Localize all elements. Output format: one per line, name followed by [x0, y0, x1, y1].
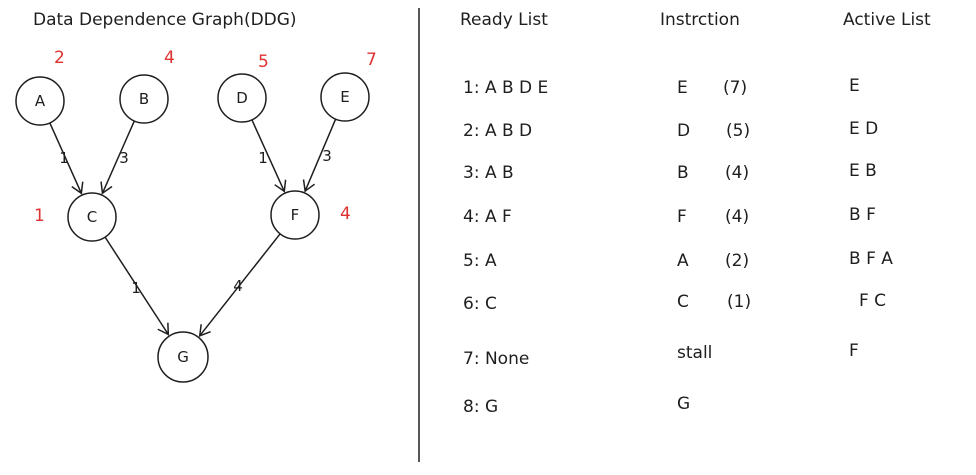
instruction-cell: C [677, 292, 689, 312]
instruction-cell: D [677, 121, 691, 141]
header-active-list: Active List [843, 10, 931, 30]
active-cell: E D [849, 119, 879, 139]
node-e [320, 72, 370, 122]
instruction-cell: A [677, 251, 689, 271]
node-label-g: G [177, 348, 189, 366]
edge-c-g [104, 236, 170, 336]
priority-label-d: 5 [258, 52, 269, 72]
edge-e-f [302, 118, 337, 193]
node-g [157, 331, 209, 383]
node-label-d: D [236, 89, 248, 107]
edge-latency-label: 3 [322, 147, 332, 165]
edge-d-f [251, 119, 287, 193]
node-label-c: C [87, 208, 97, 226]
instruction-cell: G [677, 394, 691, 414]
ready-cell: 5: A [463, 251, 497, 271]
priority-cell: (4) [725, 207, 750, 227]
active-cell: F C [859, 291, 887, 311]
priority-label-c: 1 [34, 206, 45, 226]
priority-cell: (7) [723, 78, 748, 98]
node-label-a: A [35, 92, 46, 110]
node-label-b: B [139, 90, 149, 108]
priority-label-a: 2 [54, 48, 65, 68]
priority-label-f: 4 [340, 204, 351, 224]
instruction-cell: stall [677, 343, 713, 363]
node-b [119, 74, 169, 124]
edge-b-c [100, 120, 136, 195]
node-label-e: E [340, 88, 349, 106]
priority-cell: (5) [726, 121, 751, 141]
ready-cell: 1: A B D E [463, 78, 549, 98]
instruction-cell: E [677, 78, 688, 98]
ready-cell: 2: A B D [463, 121, 533, 141]
edge-latency-label: 4 [233, 277, 243, 295]
instruction-cell: B [677, 163, 689, 183]
priority-label-e: 7 [366, 50, 377, 70]
ready-cell: 3: A B [463, 163, 514, 183]
header-ready-list: Ready List [460, 10, 548, 30]
edge-latency-label: 3 [119, 149, 129, 167]
nodes-layer: A B D E C F G [15, 72, 370, 383]
edge-f-g [198, 233, 281, 337]
node-f [270, 190, 320, 240]
node-d [217, 73, 267, 123]
ready-cell: 7: None [463, 349, 530, 369]
ready-cell: 4: A F [463, 207, 512, 227]
active-cell: B F A [849, 249, 893, 269]
active-cell: E B [849, 161, 877, 181]
header-instruction: Instrction [660, 10, 740, 30]
node-label-f: F [291, 206, 300, 224]
priority-cell: (1) [727, 292, 752, 312]
node-a [15, 76, 65, 126]
edge-latency-label: 1 [59, 149, 69, 167]
edge-latency-label: 1 [258, 149, 268, 167]
active-cell: B F [849, 205, 876, 225]
edge-latency-label: 1 [131, 279, 141, 297]
priority-label-b: 4 [164, 48, 175, 68]
ready-cell: 6: C [463, 294, 497, 314]
node-c [67, 192, 117, 242]
edge-a-c [49, 122, 84, 195]
ready-cell: 8: G [463, 397, 499, 417]
priority-cell: (2) [725, 251, 750, 271]
active-cell: E [849, 76, 860, 96]
graph-title: Data Dependence Graph(DDG) [33, 10, 297, 30]
active-cell: F [849, 341, 859, 361]
instruction-cell: F [677, 207, 687, 227]
edges-layer: 1 3 1 3 1 4 [49, 118, 337, 337]
priority-cell: (4) [725, 163, 750, 183]
